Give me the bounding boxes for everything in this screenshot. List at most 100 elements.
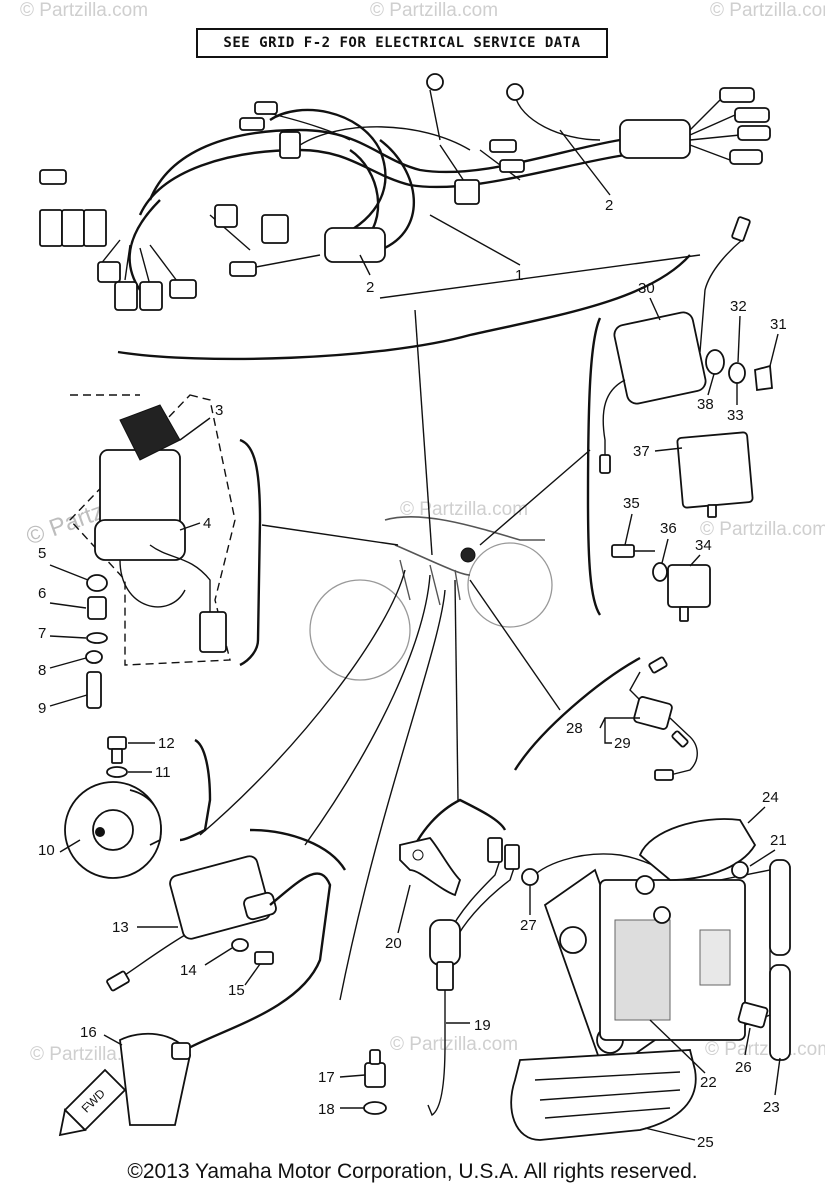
- group-bracket: [239, 438, 262, 667]
- leader-line: [261, 524, 399, 546]
- callout-17: 17: [318, 1069, 335, 1086]
- callout-25: 25: [697, 1134, 714, 1151]
- leader-line: [774, 1057, 781, 1096]
- callout-2: 2: [366, 279, 374, 296]
- callout-20: 20: [385, 935, 402, 952]
- group-bracket: [586, 317, 602, 616]
- leader-line: [479, 449, 591, 546]
- callout-32: 32: [730, 298, 747, 315]
- group-bracket: [513, 656, 641, 771]
- leader-line: [359, 254, 371, 276]
- harness-sleeve: [619, 119, 691, 159]
- callout-15: 15: [228, 982, 245, 999]
- leader-line: [49, 657, 87, 669]
- main-switch: [94, 404, 227, 653]
- group-bracket: [249, 828, 347, 871]
- callout-9: 9: [38, 700, 46, 717]
- motorcycle-silhouette: [309, 515, 553, 681]
- callout-3: 3: [215, 402, 223, 419]
- group-bracket: [179, 738, 212, 842]
- flasher-unit: [667, 564, 711, 608]
- bracket-line: [379, 254, 701, 299]
- leader-line: [769, 333, 779, 367]
- leader-line: [744, 1027, 751, 1056]
- callout-14: 14: [180, 962, 197, 979]
- callout-16: 16: [80, 1024, 97, 1041]
- callout-28: 28: [566, 720, 583, 737]
- leader-line: [179, 417, 211, 441]
- callout-27: 27: [520, 917, 537, 934]
- horn: [64, 781, 162, 879]
- relay: [676, 431, 754, 509]
- callout-11: 11: [155, 764, 171, 781]
- leader-line: [49, 564, 89, 581]
- callout-24: 24: [762, 789, 779, 806]
- watermark: © Partzilla.com: [20, 0, 148, 21]
- leader-line: [689, 554, 701, 567]
- callout-2: 2: [605, 197, 613, 214]
- callout-26: 26: [735, 1059, 752, 1076]
- leader-line: [397, 884, 411, 934]
- leader-line: [707, 373, 715, 396]
- watermark: © Partzilla.com: [700, 519, 825, 540]
- leader-line: [339, 589, 446, 1001]
- leader-line: [454, 579, 459, 801]
- wire-harness: [39, 73, 771, 311]
- callout-10: 10: [38, 842, 55, 859]
- leader-line: [654, 447, 683, 452]
- leader-line: [339, 1074, 366, 1078]
- leader-line: [749, 849, 776, 867]
- watermark: © Partzilla.com: [705, 1039, 825, 1060]
- leader-line: [649, 297, 661, 321]
- callout-13: 13: [112, 919, 129, 936]
- callout-1: 1: [515, 267, 523, 284]
- callout-22: 22: [700, 1074, 717, 1091]
- callout-29: 29: [614, 735, 631, 752]
- leader-line: [59, 839, 81, 853]
- leader-line: [244, 963, 261, 986]
- callout-4: 4: [203, 515, 211, 532]
- neutral-switch: [364, 1062, 386, 1088]
- callout-5: 5: [38, 545, 46, 562]
- copyright-footer: ©2013 Yamaha Motor Corporation, U.S.A. A…: [127, 1160, 698, 1183]
- callout-30: 30: [638, 280, 655, 297]
- leader-line: [49, 635, 87, 639]
- watermark: © Partzilla.com: [710, 0, 825, 21]
- leader-line: [649, 1019, 706, 1074]
- callout-36: 36: [660, 520, 677, 537]
- callout-31: 31: [770, 316, 787, 333]
- leader-line: [559, 129, 611, 196]
- leader-line: [429, 214, 521, 266]
- leader-line: [103, 1034, 123, 1046]
- group-bracket: [406, 798, 507, 861]
- leader-line: [414, 309, 433, 556]
- battery-assembly: [510, 818, 791, 1141]
- callout-37: 37: [633, 443, 650, 460]
- callout-7: 7: [38, 625, 46, 642]
- callout-19: 19: [474, 1017, 491, 1034]
- watermark: © Partzilla.com: [370, 0, 498, 21]
- bolt: [611, 544, 635, 558]
- ignition-coil: [106, 855, 332, 1126]
- leader-line: [304, 574, 431, 846]
- watermark: © Partzilla.com: [400, 499, 528, 520]
- assembly-outline: [69, 394, 236, 666]
- leader-line: [179, 522, 201, 531]
- group-bracket: [117, 254, 691, 361]
- leader-line: [469, 579, 561, 711]
- leader-line: [49, 602, 87, 609]
- brake-switch: [399, 836, 520, 1117]
- callout-34: 34: [695, 537, 712, 554]
- bolt: [107, 736, 127, 750]
- leader-line: [599, 717, 640, 744]
- leader-line: [199, 569, 406, 836]
- electrical-service-notice: SEE GRID F-2 FOR ELECTRICAL SERVICE DATA: [196, 28, 608, 58]
- callout-38: 38: [697, 396, 714, 413]
- leader-line: [747, 806, 766, 824]
- forward-arrow: FWD: [58, 1068, 127, 1137]
- callout-21: 21: [770, 832, 787, 849]
- callout-6: 6: [38, 585, 46, 602]
- leader-line: [624, 513, 633, 546]
